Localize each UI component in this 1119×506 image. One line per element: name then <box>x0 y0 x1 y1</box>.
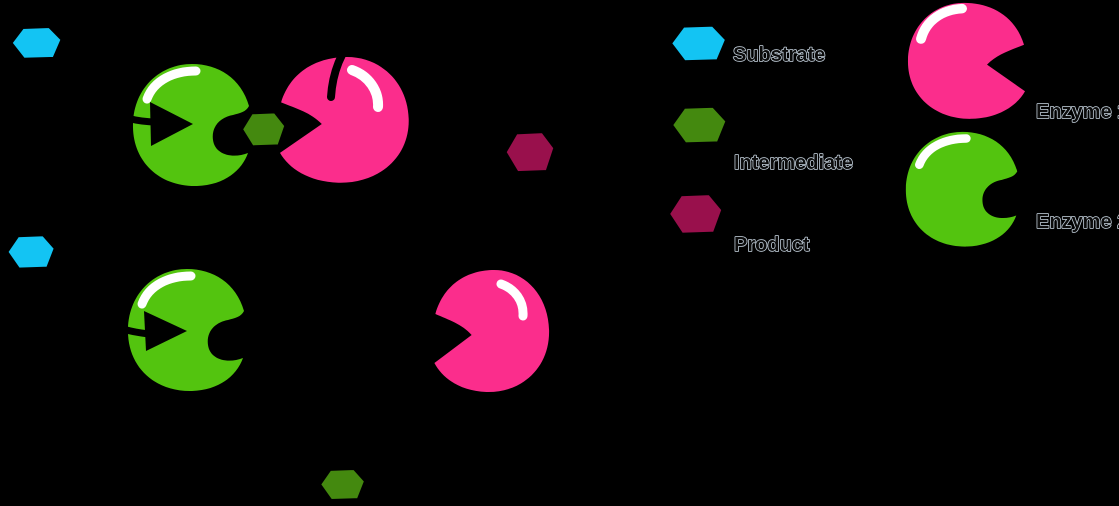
arrow-enzyme2-to-intermediate <box>258 333 357 458</box>
legend-enzyme1-swatch <box>907 2 1025 119</box>
legend-substrate-swatch <box>669 24 728 63</box>
legend-enzyme2-label: Enzyme 2 <box>1036 211 1119 233</box>
substrate-hexagon-shape <box>10 26 63 60</box>
legend-intermediate-swatch <box>670 105 728 145</box>
substrate-hexagon-top <box>10 26 63 60</box>
product-hexagon <box>504 130 556 174</box>
legend-enzyme2-swatch <box>905 131 1018 247</box>
specular-highlight <box>916 3 967 44</box>
legend-enzyme1-label: Enzyme 1. <box>1036 101 1119 123</box>
product-hexagon-shape <box>667 192 724 235</box>
specular-highlight <box>142 66 201 104</box>
substrate-hexagon-shape <box>669 24 728 63</box>
arrow-substrate-to-enzyme2-bottom <box>51 282 187 351</box>
arrow-stem <box>258 333 341 428</box>
product-hexagon-shape <box>504 130 556 174</box>
legend-product-swatch <box>667 192 724 235</box>
specular-highlight <box>347 65 384 112</box>
substrate-hexagon-shape <box>6 234 56 270</box>
arrow-head <box>486 79 521 113</box>
arrow-stem <box>327 3 508 101</box>
arrow-head <box>144 311 187 351</box>
arrow-stem <box>51 282 153 338</box>
intermediate-hexagon-shape <box>670 105 728 145</box>
arrow-head <box>150 102 193 146</box>
legend-intermediate-label: Intermediate <box>734 152 853 174</box>
intermediate-hexagon-top <box>241 111 287 148</box>
intermediate-hexagon-bottom <box>319 468 367 501</box>
arrow-enzyme1-to-product <box>327 3 521 113</box>
intermediate-hexagon-shape <box>319 468 367 501</box>
arrow-stem <box>56 72 161 126</box>
arrow-substrate-to-enzyme2-top <box>56 72 193 146</box>
specular-highlight <box>137 271 196 309</box>
arrow-head <box>322 424 357 458</box>
specular-highlight <box>915 134 971 170</box>
intermediate-hexagon-shape <box>241 111 287 148</box>
legend-product-label: Product <box>734 234 810 256</box>
specular-highlight <box>496 279 528 321</box>
legend-substrate-label: Substrate <box>733 44 825 66</box>
substrate-hexagon-bottom <box>6 234 56 270</box>
enzyme2-blob-bottom <box>127 269 244 392</box>
enzyme2-blob-top <box>132 64 249 187</box>
